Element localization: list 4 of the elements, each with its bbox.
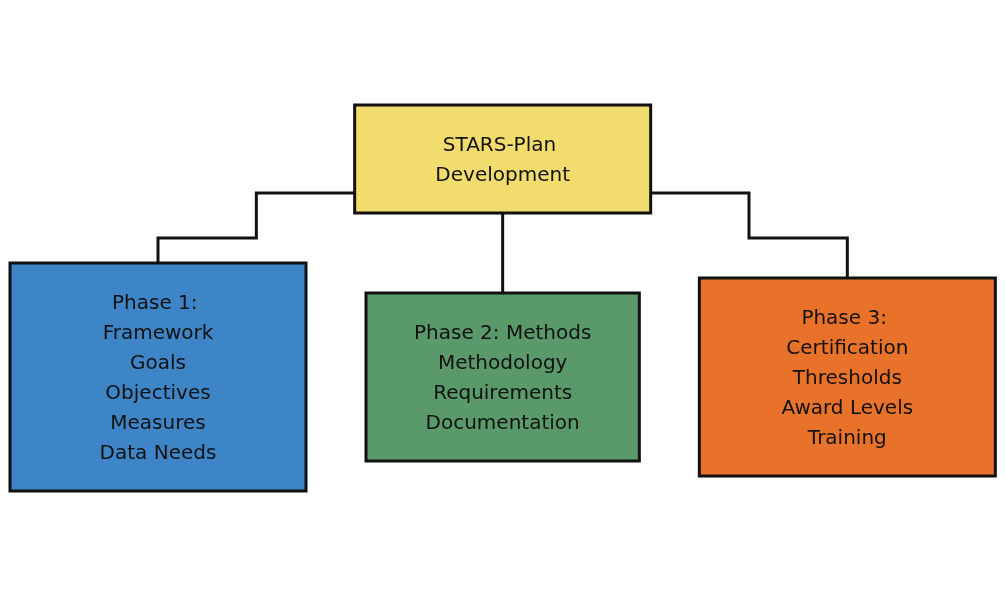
node-box: Phase 2: Methods Methodology Requirements Documentation — [364, 291, 641, 463]
node-box: STARS-Plan Development — [353, 103, 652, 215]
node-box: Phase 1: Framework Goals Objectives Measures Data Needs — [8, 261, 308, 493]
node-box: Phase 3: Certification Thresholds Award Levels Training — [697, 276, 997, 478]
